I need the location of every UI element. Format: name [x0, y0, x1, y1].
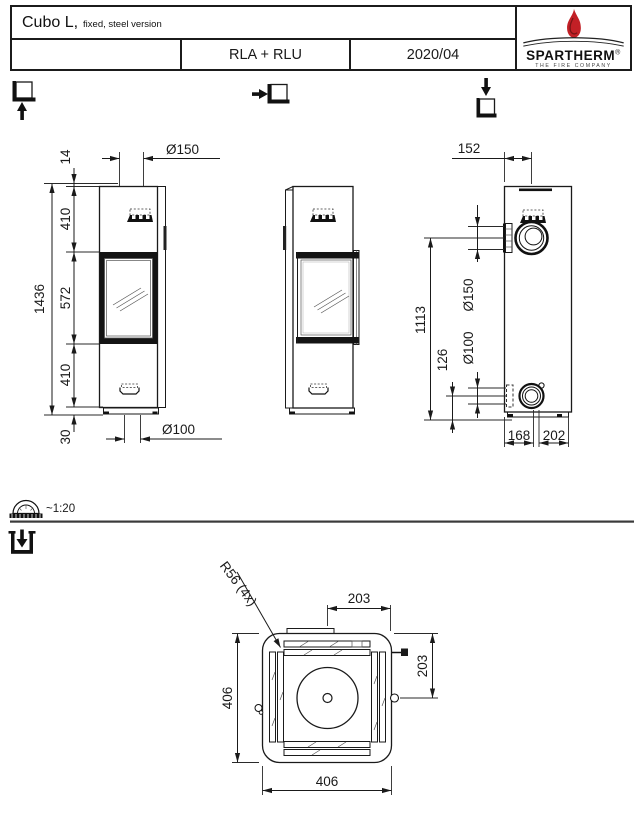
model-variant-note: fixed, steel version — [83, 18, 162, 30]
dim-width: 406 — [316, 774, 339, 789]
dim-air-center-height: 126 — [435, 349, 450, 372]
dim-air-offset-back: 202 — [543, 428, 566, 443]
registered-mark: ® — [615, 49, 621, 56]
dim-collar-height: 14 — [58, 149, 73, 165]
hinge-detail — [254, 704, 263, 712]
rear-view: 152 1113 126 Ø150 Ø100 — [413, 141, 573, 447]
front-view: Ø150 Ø100 1436 14 410 5 — [32, 142, 222, 445]
dim-flue-center-height: 1113 — [413, 306, 428, 334]
brand-logo: SPARTHERM® THE FIRE COMPANY — [515, 7, 630, 69]
scale-indicator: ~1:20 — [9, 499, 634, 523]
protractor-icon — [9, 499, 43, 518]
brand-name: SPARTHERM® — [526, 47, 621, 63]
side-view-icon — [252, 83, 290, 104]
glass-reflection-side — [313, 289, 350, 314]
dim-depth: 406 — [220, 687, 235, 710]
dim-rear-flue-diameter: Ø150 — [461, 278, 476, 311]
dim-rear-air-diameter: Ø100 — [461, 331, 476, 364]
handle-pivot — [389, 693, 400, 703]
title-block: Cubo L, fixed, steel version RLA + RLU 2… — [10, 5, 632, 71]
dim-flue-diameter: Ø150 — [166, 142, 199, 157]
dim-upper-section: 410 — [58, 208, 73, 231]
scale-label: ~1:20 — [46, 503, 75, 515]
model-title-cell: Cubo L, fixed, steel version — [12, 7, 515, 40]
top-view-icon — [8, 529, 36, 554]
front-view-icon — [12, 81, 36, 120]
top-vent-slots — [283, 640, 371, 656]
dim-door-section: 572 — [58, 287, 73, 310]
door-handle — [163, 226, 167, 250]
stove-door-side — [296, 250, 360, 345]
bottom-vent-slots — [283, 741, 371, 756]
door-latch — [401, 648, 408, 656]
right-vent-slots — [371, 651, 386, 743]
side-view — [283, 185, 360, 415]
left-vent-slots — [269, 651, 284, 743]
dim-flue-offset-x: 203 — [348, 591, 371, 606]
stove-door — [99, 252, 158, 344]
dim-air-offset-front: 168 — [508, 428, 531, 443]
brand-tagline: THE FIRE COMPANY — [535, 63, 612, 69]
empty-cell — [12, 40, 180, 69]
model-name: Cubo L, — [22, 13, 79, 31]
dim-flue-offset-y: 203 — [415, 655, 430, 678]
flue-connection — [514, 220, 549, 256]
rear-view-icon — [476, 78, 497, 118]
dim-lower-section: 410 — [58, 364, 73, 387]
dim-corner-radius: R56 (4x) — [217, 559, 260, 609]
section-divider — [10, 520, 634, 523]
glass-reflection — [112, 287, 149, 312]
air-variant-cell: RLA + RLU — [180, 40, 349, 69]
dim-total-height: 1436 — [32, 284, 47, 314]
flue-circle-top — [296, 666, 359, 730]
flame-logo-icon — [523, 8, 624, 47]
rear-bracket — [503, 223, 513, 253]
door-handle-side — [283, 226, 287, 250]
dim-air-diameter: Ø100 — [162, 422, 195, 437]
air-connection — [506, 382, 545, 410]
dim-flue-offset: 152 — [458, 141, 481, 156]
top-view: R56 (4x) 203 203 406 406 — [217, 559, 438, 795]
dim-base-height: 30 — [58, 429, 73, 444]
edition-cell: 2020/04 — [349, 40, 515, 69]
